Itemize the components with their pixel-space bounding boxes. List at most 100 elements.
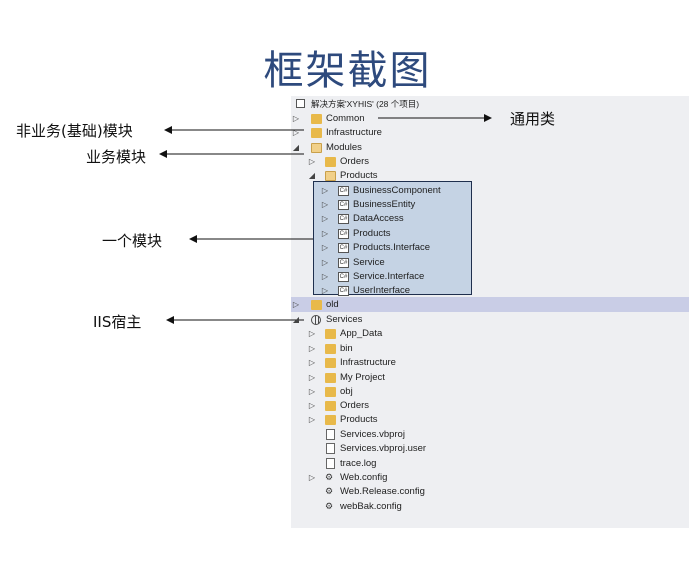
tree-modules[interactable]: ◢ Modules (291, 141, 689, 155)
csharp-project-icon: C# (338, 200, 349, 210)
expand-arrow-icon[interactable]: ▷ (308, 415, 316, 424)
tree-orders[interactable]: ▷ Orders (291, 155, 689, 169)
folder-icon (325, 329, 336, 339)
expand-arrow-icon[interactable]: ▷ (308, 329, 316, 338)
csharp-project-icon: C# (338, 214, 349, 224)
expand-arrow-icon[interactable]: ▷ (292, 128, 300, 137)
expand-arrow-icon[interactable]: ▷ (308, 387, 316, 396)
tree-business-component[interactable]: ▷ C# BusinessComponent (291, 184, 689, 198)
tree-my-project-label: My Project (340, 372, 385, 383)
folder-icon (325, 401, 336, 411)
open-folder-icon (325, 171, 336, 181)
config-file-icon: ⚙ (325, 486, 334, 496)
tree-data-access[interactable]: ▷ C# DataAccess (291, 212, 689, 226)
tree-obj[interactable]: ▷ obj (291, 385, 689, 399)
tree-bin[interactable]: ▷ bin (291, 342, 689, 356)
tree-services-vbproj-label: Services.vbproj (340, 429, 405, 440)
expand-arrow-icon[interactable]: ▷ (321, 243, 329, 252)
solution-explorer-panel (291, 96, 689, 528)
tree-app-data[interactable]: ▷ App_Data (291, 327, 689, 341)
expand-arrow-icon[interactable]: ▷ (321, 200, 329, 209)
tree-old-label: old (326, 299, 339, 310)
tree-solution-label: 解决方案'XYHIS' (28 个项目) (311, 99, 420, 109)
expand-arrow-icon[interactable]: ▷ (321, 214, 329, 223)
solution-icon (296, 99, 305, 108)
tree-solution[interactable]: 解决方案'XYHIS' (28 个项目) (291, 97, 689, 111)
page-title: 框架截图 (263, 48, 432, 94)
expand-arrow-icon[interactable]: ▷ (321, 272, 329, 281)
tree-business-entity[interactable]: ▷ C# BusinessEntity (291, 198, 689, 212)
tree-common[interactable]: ▷ Common (291, 112, 689, 126)
tree-services-vbproj-user[interactable]: Services.vbproj.user (291, 442, 689, 456)
web-project-globe-icon (311, 315, 321, 325)
csharp-project-icon: C# (338, 186, 349, 196)
tree-trace-log[interactable]: trace.log (291, 457, 689, 471)
expand-arrow-icon[interactable]: ▷ (308, 344, 316, 353)
config-file-icon: ⚙ (325, 501, 334, 511)
tree-web-release-config[interactable]: ⚙ Web.Release.config (291, 485, 689, 499)
expand-arrow-icon[interactable]: ▷ (321, 186, 329, 195)
folder-icon (311, 300, 322, 310)
file-icon (326, 458, 335, 469)
tree-services-vbproj[interactable]: Services.vbproj (291, 428, 689, 442)
expand-arrow-icon[interactable]: ▷ (308, 157, 316, 166)
collapse-arrow-icon[interactable]: ◢ (292, 315, 300, 324)
file-icon (326, 443, 335, 454)
folder-icon (311, 114, 322, 124)
folder-icon (325, 415, 336, 425)
tree-web-config-label: Web.config (340, 472, 388, 483)
expand-arrow-icon[interactable]: ▷ (321, 286, 329, 295)
tree-web-config[interactable]: ▷ ⚙ Web.config (291, 471, 689, 485)
tree-app-data-label: App_Data (340, 328, 383, 339)
csharp-project-icon: C# (338, 243, 349, 253)
expand-arrow-icon[interactable]: ▷ (308, 373, 316, 382)
csharp-project-icon: C# (338, 286, 349, 296)
expand-arrow-icon[interactable]: ▷ (321, 258, 329, 267)
expand-arrow-icon[interactable]: ▷ (308, 358, 316, 367)
tree-svc-orders-label: Orders (340, 400, 370, 411)
tree-orders-label: Orders (340, 156, 370, 167)
file-icon (326, 429, 335, 440)
tree-web-release-config-label: Web.Release.config (340, 486, 425, 497)
tree-user-interface-label: UserInterface (353, 285, 411, 296)
tree-infrastructure-label: Infrastructure (326, 127, 382, 138)
tree-webbak-config[interactable]: ⚙ webBak.config (291, 500, 689, 514)
expand-arrow-icon[interactable]: ▷ (292, 114, 300, 123)
tree-svc-orders[interactable]: ▷ Orders (291, 399, 689, 413)
config-file-icon: ⚙ (325, 472, 334, 482)
old-row-highlight (291, 297, 689, 312)
tree-services-label: Services (326, 314, 363, 325)
tree-business-component-label: BusinessComponent (353, 185, 441, 196)
tree-products-project[interactable]: ▷ C# Products (291, 227, 689, 241)
expand-arrow-icon[interactable]: ▷ (321, 229, 329, 238)
expand-arrow-icon[interactable]: ▷ (308, 401, 316, 410)
expand-arrow-icon[interactable]: ▷ (308, 473, 316, 482)
annotation-iis-host: IIS宿主 (93, 313, 142, 331)
tree-svc-infrastructure-label: Infrastructure (340, 357, 396, 368)
tree-products-interface[interactable]: ▷ C# Products.Interface (291, 241, 689, 255)
tree-products-project-label: Products (353, 228, 391, 239)
folder-icon (325, 387, 336, 397)
collapse-arrow-icon[interactable]: ◢ (308, 171, 316, 180)
tree-service-interface[interactable]: ▷ C# Service.Interface (291, 270, 689, 284)
tree-service[interactable]: ▷ C# Service (291, 256, 689, 270)
tree-old[interactable]: ▷ old (291, 298, 689, 312)
tree-services[interactable]: ◢ Services (291, 313, 689, 327)
annotation-business: 业务模块 (86, 148, 147, 166)
open-folder-icon (311, 143, 322, 153)
tree-trace-log-label: trace.log (340, 458, 377, 469)
tree-services-vbproj-user-label: Services.vbproj.user (340, 443, 427, 454)
tree-service-label: Service (353, 257, 385, 268)
tree-user-interface[interactable]: ▷ C# UserInterface (291, 284, 689, 298)
expand-arrow-icon[interactable]: ▷ (292, 300, 300, 309)
tree-products-label: Products (340, 170, 378, 181)
tree-my-project[interactable]: ▷ My Project (291, 371, 689, 385)
folder-icon (325, 157, 336, 167)
tree-products[interactable]: ◢ Products (291, 169, 689, 183)
tree-svc-products[interactable]: ▷ Products (291, 413, 689, 427)
collapse-arrow-icon[interactable]: ◢ (292, 143, 300, 152)
tree-products-interface-label: Products.Interface (353, 242, 431, 253)
tree-svc-infrastructure[interactable]: ▷ Infrastructure (291, 356, 689, 370)
tree-infrastructure[interactable]: ▷ Infrastructure (291, 126, 689, 140)
